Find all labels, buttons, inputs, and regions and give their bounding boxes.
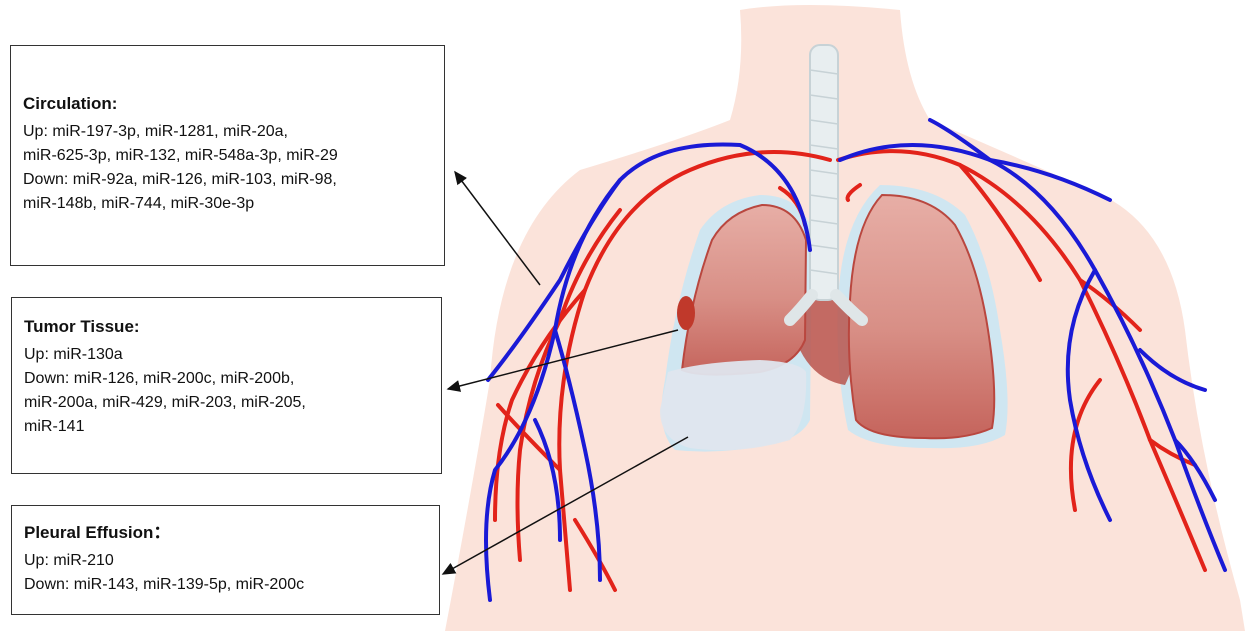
- circulation-box: Circulation: Up: miR-197-3p, miR-1281, m…: [10, 45, 445, 266]
- tumor-tissue-title: Tumor Tissue:: [24, 315, 429, 339]
- tumor-tissue-line: miR-200a, miR-429, miR-203, miR-205,: [24, 391, 429, 415]
- tumor-tissue-line: Down: miR-126, miR-200c, miR-200b,: [24, 367, 429, 391]
- arrow-circulation: [455, 172, 540, 285]
- circulation-line: Down: miR-92a, miR-126, miR-103, miR-98,: [23, 168, 432, 192]
- pleural-effusion-line: Up: miR-210: [24, 549, 427, 573]
- tumor-tissue-box: Tumor Tissue: Up: miR-130a Down: miR-126…: [11, 297, 442, 474]
- pleural-effusion-box: Pleural Effusion： Up: miR-210 Down: miR-…: [11, 505, 440, 615]
- pleural-effusion: [660, 360, 806, 450]
- circulation-line: miR-625-3p, miR-132, miR-548a-3p, miR-29: [23, 144, 432, 168]
- pleural-effusion-title: Pleural Effusion：: [24, 521, 427, 545]
- tumor-tissue-line: miR-141: [24, 415, 429, 439]
- tumor: [677, 296, 695, 330]
- circulation-line: miR-148b, miR-744, miR-30e-3p: [23, 192, 432, 216]
- circulation-title: Circulation:: [23, 92, 432, 116]
- pleural-effusion-line: Down: miR-143, miR-139-5p, miR-200c: [24, 573, 427, 597]
- tumor-tissue-line: Up: miR-130a: [24, 343, 429, 367]
- circulation-line: Up: miR-197-3p, miR-1281, miR-20a,: [23, 120, 432, 144]
